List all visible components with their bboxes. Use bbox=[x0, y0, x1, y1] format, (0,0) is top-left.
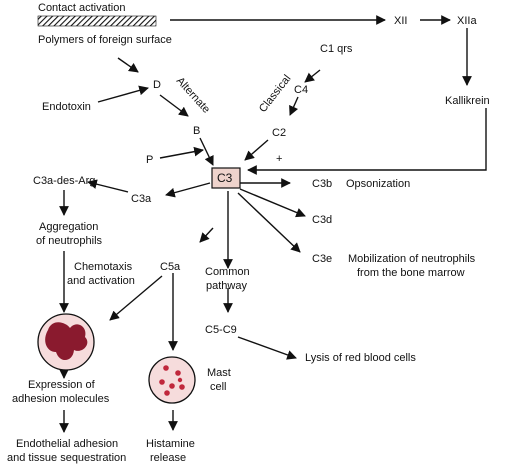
b-label: B bbox=[193, 125, 200, 137]
mobilization-label-line1: Mobilization of neutrophils bbox=[348, 253, 476, 265]
c3b-label: C3b bbox=[312, 178, 332, 190]
expression-label-line1: Expression of bbox=[28, 379, 96, 391]
c3a-label: C3a bbox=[131, 193, 152, 205]
xii-label: XII bbox=[394, 15, 407, 27]
plus-label: + bbox=[276, 153, 282, 165]
c3d-label: C3d bbox=[312, 214, 332, 226]
common-pathway-label-line2: pathway bbox=[206, 280, 247, 292]
c3-label: C3 bbox=[217, 171, 233, 185]
endothelial-label-line1: Endothelial adhesion bbox=[16, 438, 118, 450]
histamine-label-line2: release bbox=[150, 452, 186, 464]
lysis-label: Lysis of red blood cells bbox=[305, 352, 416, 364]
common-pathway-label-line1: Common bbox=[205, 266, 250, 278]
d-label: D bbox=[153, 79, 161, 91]
labels: Contact activation Polymers of foreign s… bbox=[7, 2, 490, 464]
aggregation-label-line1: Aggregation bbox=[39, 221, 98, 233]
c3e-label: C3e bbox=[312, 253, 332, 265]
c5-c9-label: C5-C9 bbox=[205, 324, 237, 336]
c5a-label: C5a bbox=[160, 261, 181, 273]
c4-label: C4 bbox=[294, 84, 308, 96]
endothelial-label-line2: and tissue sequestration bbox=[7, 452, 126, 464]
contact-activation-label: Contact activation bbox=[38, 2, 125, 14]
endotoxin-label: Endotoxin bbox=[42, 101, 91, 113]
kallikrein-label: Kallikrein bbox=[445, 95, 490, 107]
c2-label: C2 bbox=[272, 127, 286, 139]
polymers-label: Polymers of foreign surface bbox=[38, 34, 172, 46]
classical-label: Classical bbox=[257, 73, 294, 115]
aggregation-label-line2: of neutrophils bbox=[36, 235, 103, 247]
neutrophil-cell-icon bbox=[37, 313, 95, 371]
edges bbox=[59, 15, 487, 433]
chemotaxis-label-line2: and activation bbox=[67, 275, 135, 287]
histamine-label-line1: Histamine bbox=[146, 438, 195, 450]
xiia-label: XIIa bbox=[457, 15, 477, 27]
hatched-surface-icon bbox=[37, 15, 157, 27]
mobilization-label-line2: from the bone marrow bbox=[357, 267, 465, 279]
c3a-des-arg-label: C3a-des-Arg bbox=[33, 175, 95, 187]
opsonization-label: Opsonization bbox=[346, 178, 410, 190]
c1qrs-label: C1 qrs bbox=[320, 43, 353, 55]
c3-box bbox=[211, 167, 241, 189]
mast-cell-label-line2: cell bbox=[210, 381, 227, 393]
mast-cell-icon bbox=[148, 356, 196, 404]
mast-cell-label-line1: Mast bbox=[207, 367, 231, 379]
chemotaxis-label-line1: Chemotaxis bbox=[74, 261, 133, 273]
p-label: P bbox=[146, 154, 153, 166]
expression-label-line2: adhesion molecules bbox=[12, 393, 110, 405]
